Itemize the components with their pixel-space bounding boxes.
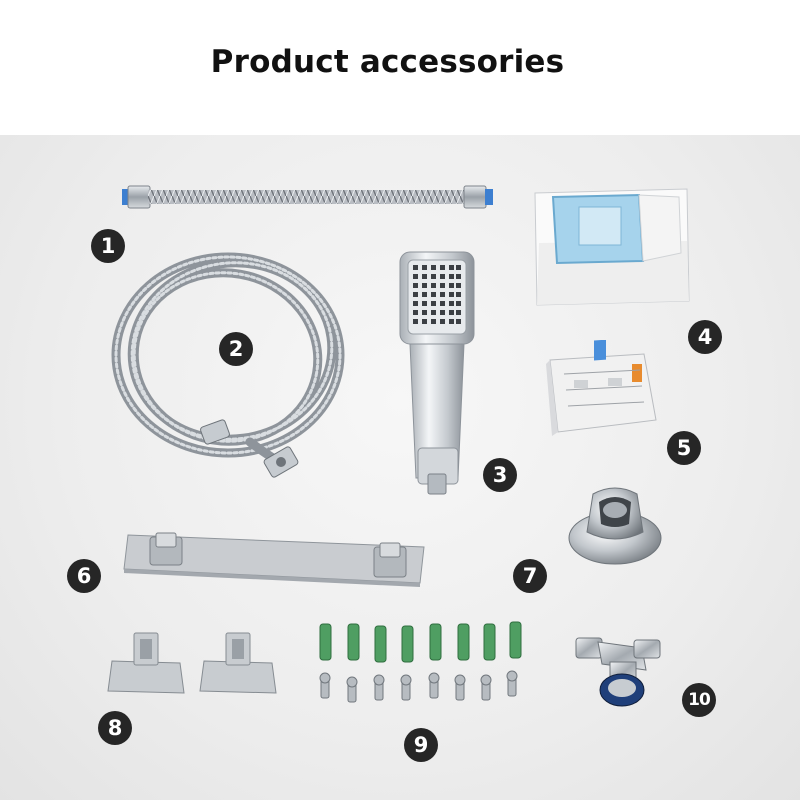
hand-shower-head-icon [396,248,478,498]
header: Product accessories [0,0,800,135]
shower-hose-icon [100,247,370,487]
product-photo: 1 2 [0,135,800,800]
shower-holder-icon [565,480,665,570]
circuit-breaker-icon [544,340,662,440]
number-badge-5: 5 [667,431,701,465]
number-badge-9: 9 [404,728,438,762]
page-title: Product accessories [210,44,565,80]
hanging-hooks-icon [104,631,280,697]
angle-valve-icon [572,630,668,710]
number-badge-7: 7 [513,559,547,593]
number-badge-1: 1 [91,229,125,263]
number-badge-4: 4 [688,320,722,354]
number-badge-6: 6 [67,559,101,593]
braided-inlet-hose-icon [118,182,498,212]
mounting-bracket-plate-icon [120,523,430,589]
number-badge-3: 3 [483,458,517,492]
breaker-box-icon [527,183,695,309]
number-badge-10: 10 [682,683,716,717]
number-badge-8: 8 [98,711,132,745]
wall-plugs-and-screws-icon [314,620,528,712]
number-badge-2: 2 [219,332,253,366]
